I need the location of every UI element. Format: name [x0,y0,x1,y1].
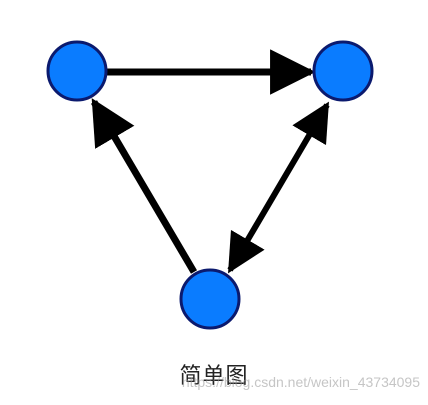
diagram-caption: 简单图 [179,364,249,389]
node-a [46,40,108,102]
edge-c-to-a [90,98,198,274]
edge-b-c-bidirectional [227,101,330,274]
watermark-text: https://blog.csdn.net/weixin_43734095 [181,374,420,390]
nodes-group [46,40,374,330]
node-b [312,40,374,102]
node-c [179,268,241,330]
edges-group [90,49,330,274]
